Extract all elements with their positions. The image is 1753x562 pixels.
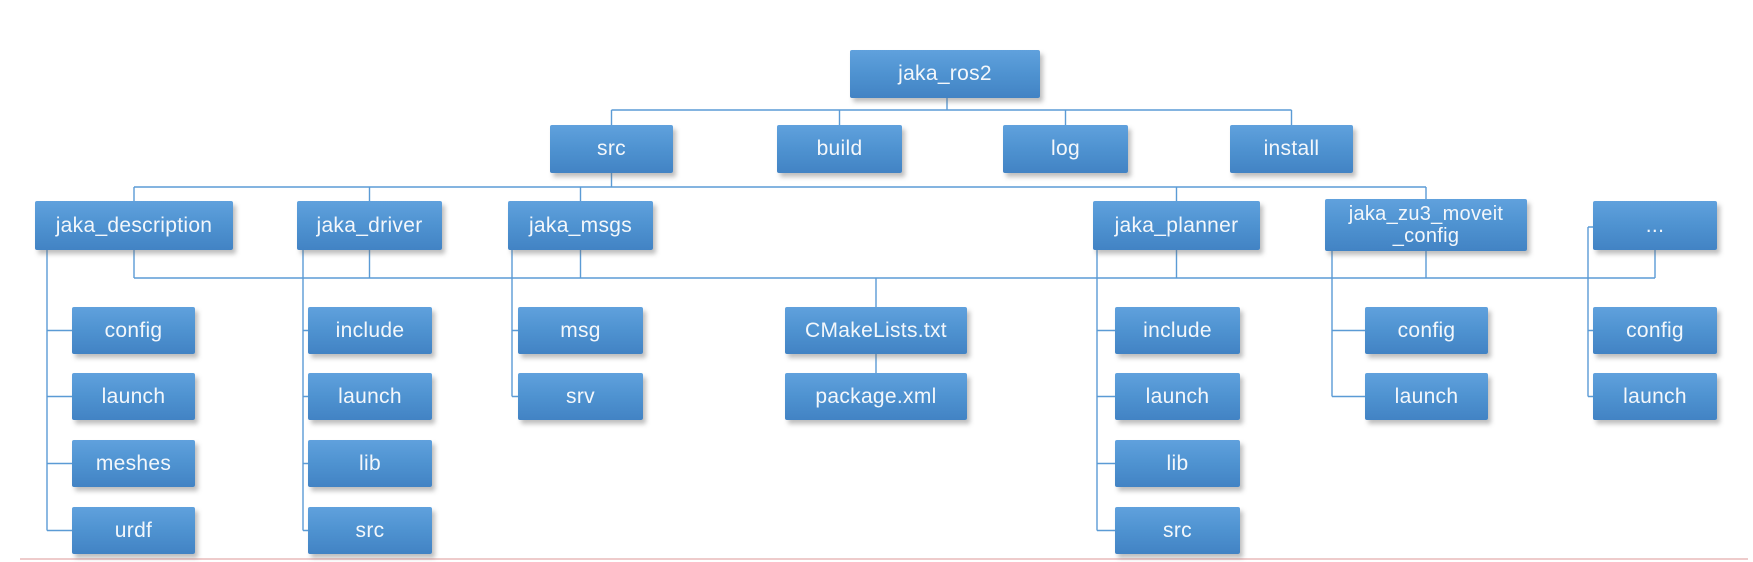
- node-cmakelists-txt: CMakeLists.txt: [785, 307, 967, 354]
- node-label-line1: jaka_zu3_moveit: [1348, 203, 1504, 225]
- node-ellipsis-launch: launch: [1593, 373, 1717, 420]
- connector-root-to-level2: [610, 98, 1293, 125]
- node-zu3-config: config: [1365, 307, 1488, 354]
- node-label: config: [1397, 318, 1456, 342]
- node-label: lib: [359, 451, 381, 475]
- node-driver-launch: launch: [308, 373, 432, 420]
- connector-src-to-packages: [133, 173, 1427, 201]
- node-label: config: [1626, 318, 1684, 342]
- node-msgs-srv: srv: [518, 373, 643, 420]
- node-label: src: [355, 518, 385, 542]
- node-label: jaka_ros2: [898, 62, 992, 86]
- node-ellipsis-config: config: [1593, 307, 1717, 354]
- node-label-line2: _config: [1392, 225, 1460, 247]
- node-install: install: [1230, 125, 1353, 173]
- node-label: log: [1051, 137, 1080, 161]
- node-label: launch: [1394, 384, 1459, 408]
- node-label: srv: [566, 384, 595, 408]
- node-jaka-planner: jaka_planner: [1093, 201, 1260, 250]
- node-label: package.xml: [815, 384, 937, 408]
- node-src: src: [550, 125, 673, 173]
- node-description-urdf: urdf: [72, 507, 195, 554]
- node-jaka-msgs: jaka_msgs: [508, 201, 653, 250]
- node-driver-src: src: [308, 507, 432, 554]
- node-driver-lib: lib: [308, 440, 432, 487]
- node-label: CMakeLists.txt: [805, 318, 947, 342]
- node-label: ...: [1645, 213, 1665, 237]
- node-label: jaka_description: [55, 213, 213, 237]
- node-jaka-ros2: jaka_ros2: [850, 50, 1040, 98]
- node-label: jaka_driver: [316, 213, 423, 237]
- node-label: launch: [1145, 384, 1210, 408]
- node-description-launch: launch: [72, 373, 195, 420]
- node-planner-lib: lib: [1115, 440, 1240, 487]
- node-jaka-zu3-moveit-config: jaka_zu3_moveit_config: [1325, 199, 1527, 251]
- node-zu3-launch: launch: [1365, 373, 1488, 420]
- node-label: launch: [101, 384, 166, 408]
- node-label: launch: [338, 384, 402, 408]
- node-driver-include: include: [308, 307, 432, 354]
- node-label: lib: [1166, 451, 1189, 475]
- node-label: src: [1163, 518, 1192, 542]
- node-label: jaka_msgs: [528, 213, 633, 237]
- node-msgs-msg: msg: [518, 307, 643, 354]
- connector-packages-to-shared-files: [133, 248, 1656, 373]
- node-jaka-driver: jaka_driver: [297, 201, 442, 250]
- node-planner-include: include: [1115, 307, 1240, 354]
- node-jaka-description: jaka_description: [35, 201, 233, 250]
- node-label: config: [104, 318, 163, 342]
- node-description-meshes: meshes: [72, 440, 195, 487]
- node-label: urdf: [114, 518, 153, 542]
- connector-ellipsis-children: [1587, 226, 1593, 398]
- node-label: include: [1143, 318, 1212, 342]
- connector-zu3-children: [1331, 251, 1365, 398]
- node-label: build: [816, 137, 863, 161]
- node-label: msg: [560, 318, 601, 342]
- node-planner-launch: launch: [1115, 373, 1240, 420]
- connector-msgs-children: [511, 250, 518, 398]
- node-description-config: config: [72, 307, 195, 354]
- connector-driver-children: [302, 250, 308, 532]
- node-log: log: [1003, 125, 1128, 173]
- node-label: include: [335, 318, 405, 342]
- node-package-xml: package.xml: [785, 373, 967, 420]
- node-label: install: [1263, 137, 1320, 161]
- connector-planner-children: [1096, 250, 1115, 532]
- node-label: launch: [1623, 384, 1687, 408]
- node-ellipsis: ...: [1593, 201, 1717, 250]
- node-label: meshes: [95, 451, 172, 475]
- connector-description-children: [46, 250, 72, 532]
- node-label: src: [597, 137, 626, 161]
- node-label: jaka_planner: [1114, 213, 1239, 237]
- node-planner-src: src: [1115, 507, 1240, 554]
- node-build: build: [777, 125, 902, 173]
